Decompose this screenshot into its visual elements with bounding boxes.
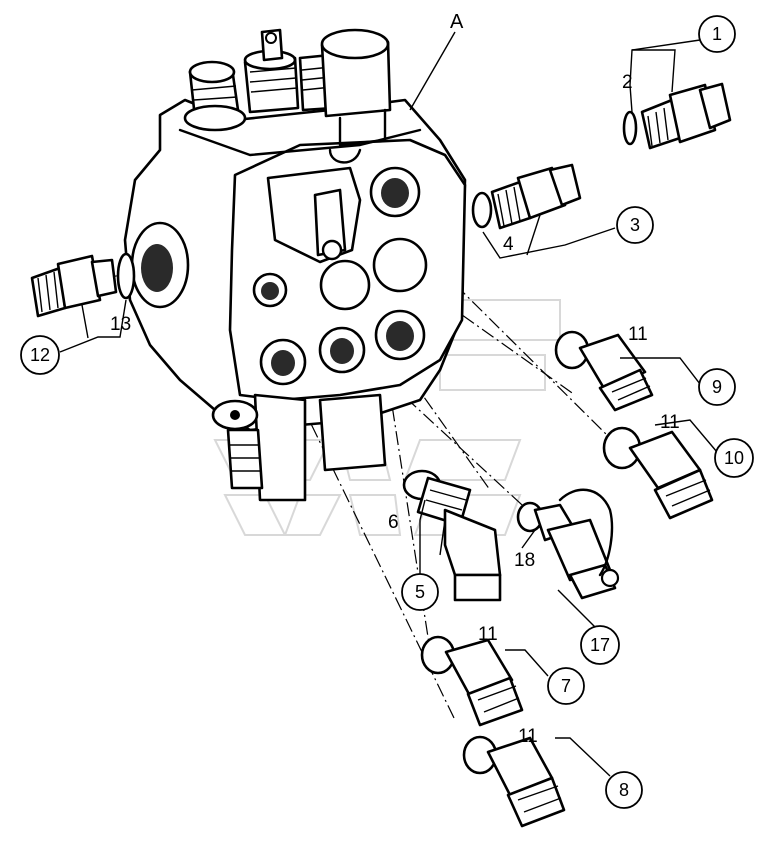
assembly-label: A <box>450 11 464 33</box>
callout-7-number: 7 <box>561 676 571 696</box>
label-2: 2 <box>622 72 633 93</box>
fitting-10 <box>602 426 714 520</box>
fitting-1 <box>622 82 732 150</box>
top-relief-plug <box>183 60 247 132</box>
label-11-d: 11 <box>518 726 538 747</box>
callout-10-number: 10 <box>724 448 744 468</box>
callout-12-number: 12 <box>30 345 50 365</box>
leader-lines <box>59 31 718 777</box>
callout-12: 12 <box>20 335 60 375</box>
fitting-8 <box>462 735 566 828</box>
valve-body-A <box>123 98 467 502</box>
callout-7: 7 <box>547 667 585 705</box>
callout-9-number: 9 <box>712 377 722 397</box>
label-11-c: 11 <box>478 624 498 645</box>
fitting-12 <box>30 252 136 318</box>
callout-5-number: 5 <box>415 582 425 602</box>
quick-coupler-17 <box>516 488 620 600</box>
label-13: 13 <box>110 314 131 335</box>
callout-10: 10 <box>714 438 754 478</box>
fitting-3 <box>471 163 582 230</box>
label-11-b: 11 <box>660 412 680 433</box>
top-spool-caps <box>243 28 335 114</box>
callout-3: 3 <box>616 206 654 244</box>
callout-1-number: 1 <box>712 24 722 44</box>
label-4: 4 <box>503 234 514 255</box>
callout-9: 9 <box>698 368 736 406</box>
callout-17-number: 17 <box>590 635 610 655</box>
callout-17: 17 <box>580 625 620 665</box>
callout-8-number: 8 <box>619 780 629 800</box>
elbow-fitting-5 <box>402 469 502 602</box>
callout-1: 1 <box>698 15 736 53</box>
callout-5: 5 <box>401 573 439 611</box>
label-6: 6 <box>388 512 399 533</box>
fitting-9 <box>554 330 654 412</box>
callout-8: 8 <box>605 771 643 809</box>
top-hex-plug <box>320 28 392 147</box>
callout-3-number: 3 <box>630 215 640 235</box>
fitting-7 <box>420 635 524 727</box>
label-18: 18 <box>514 550 535 571</box>
label-11-a: 11 <box>628 324 648 345</box>
